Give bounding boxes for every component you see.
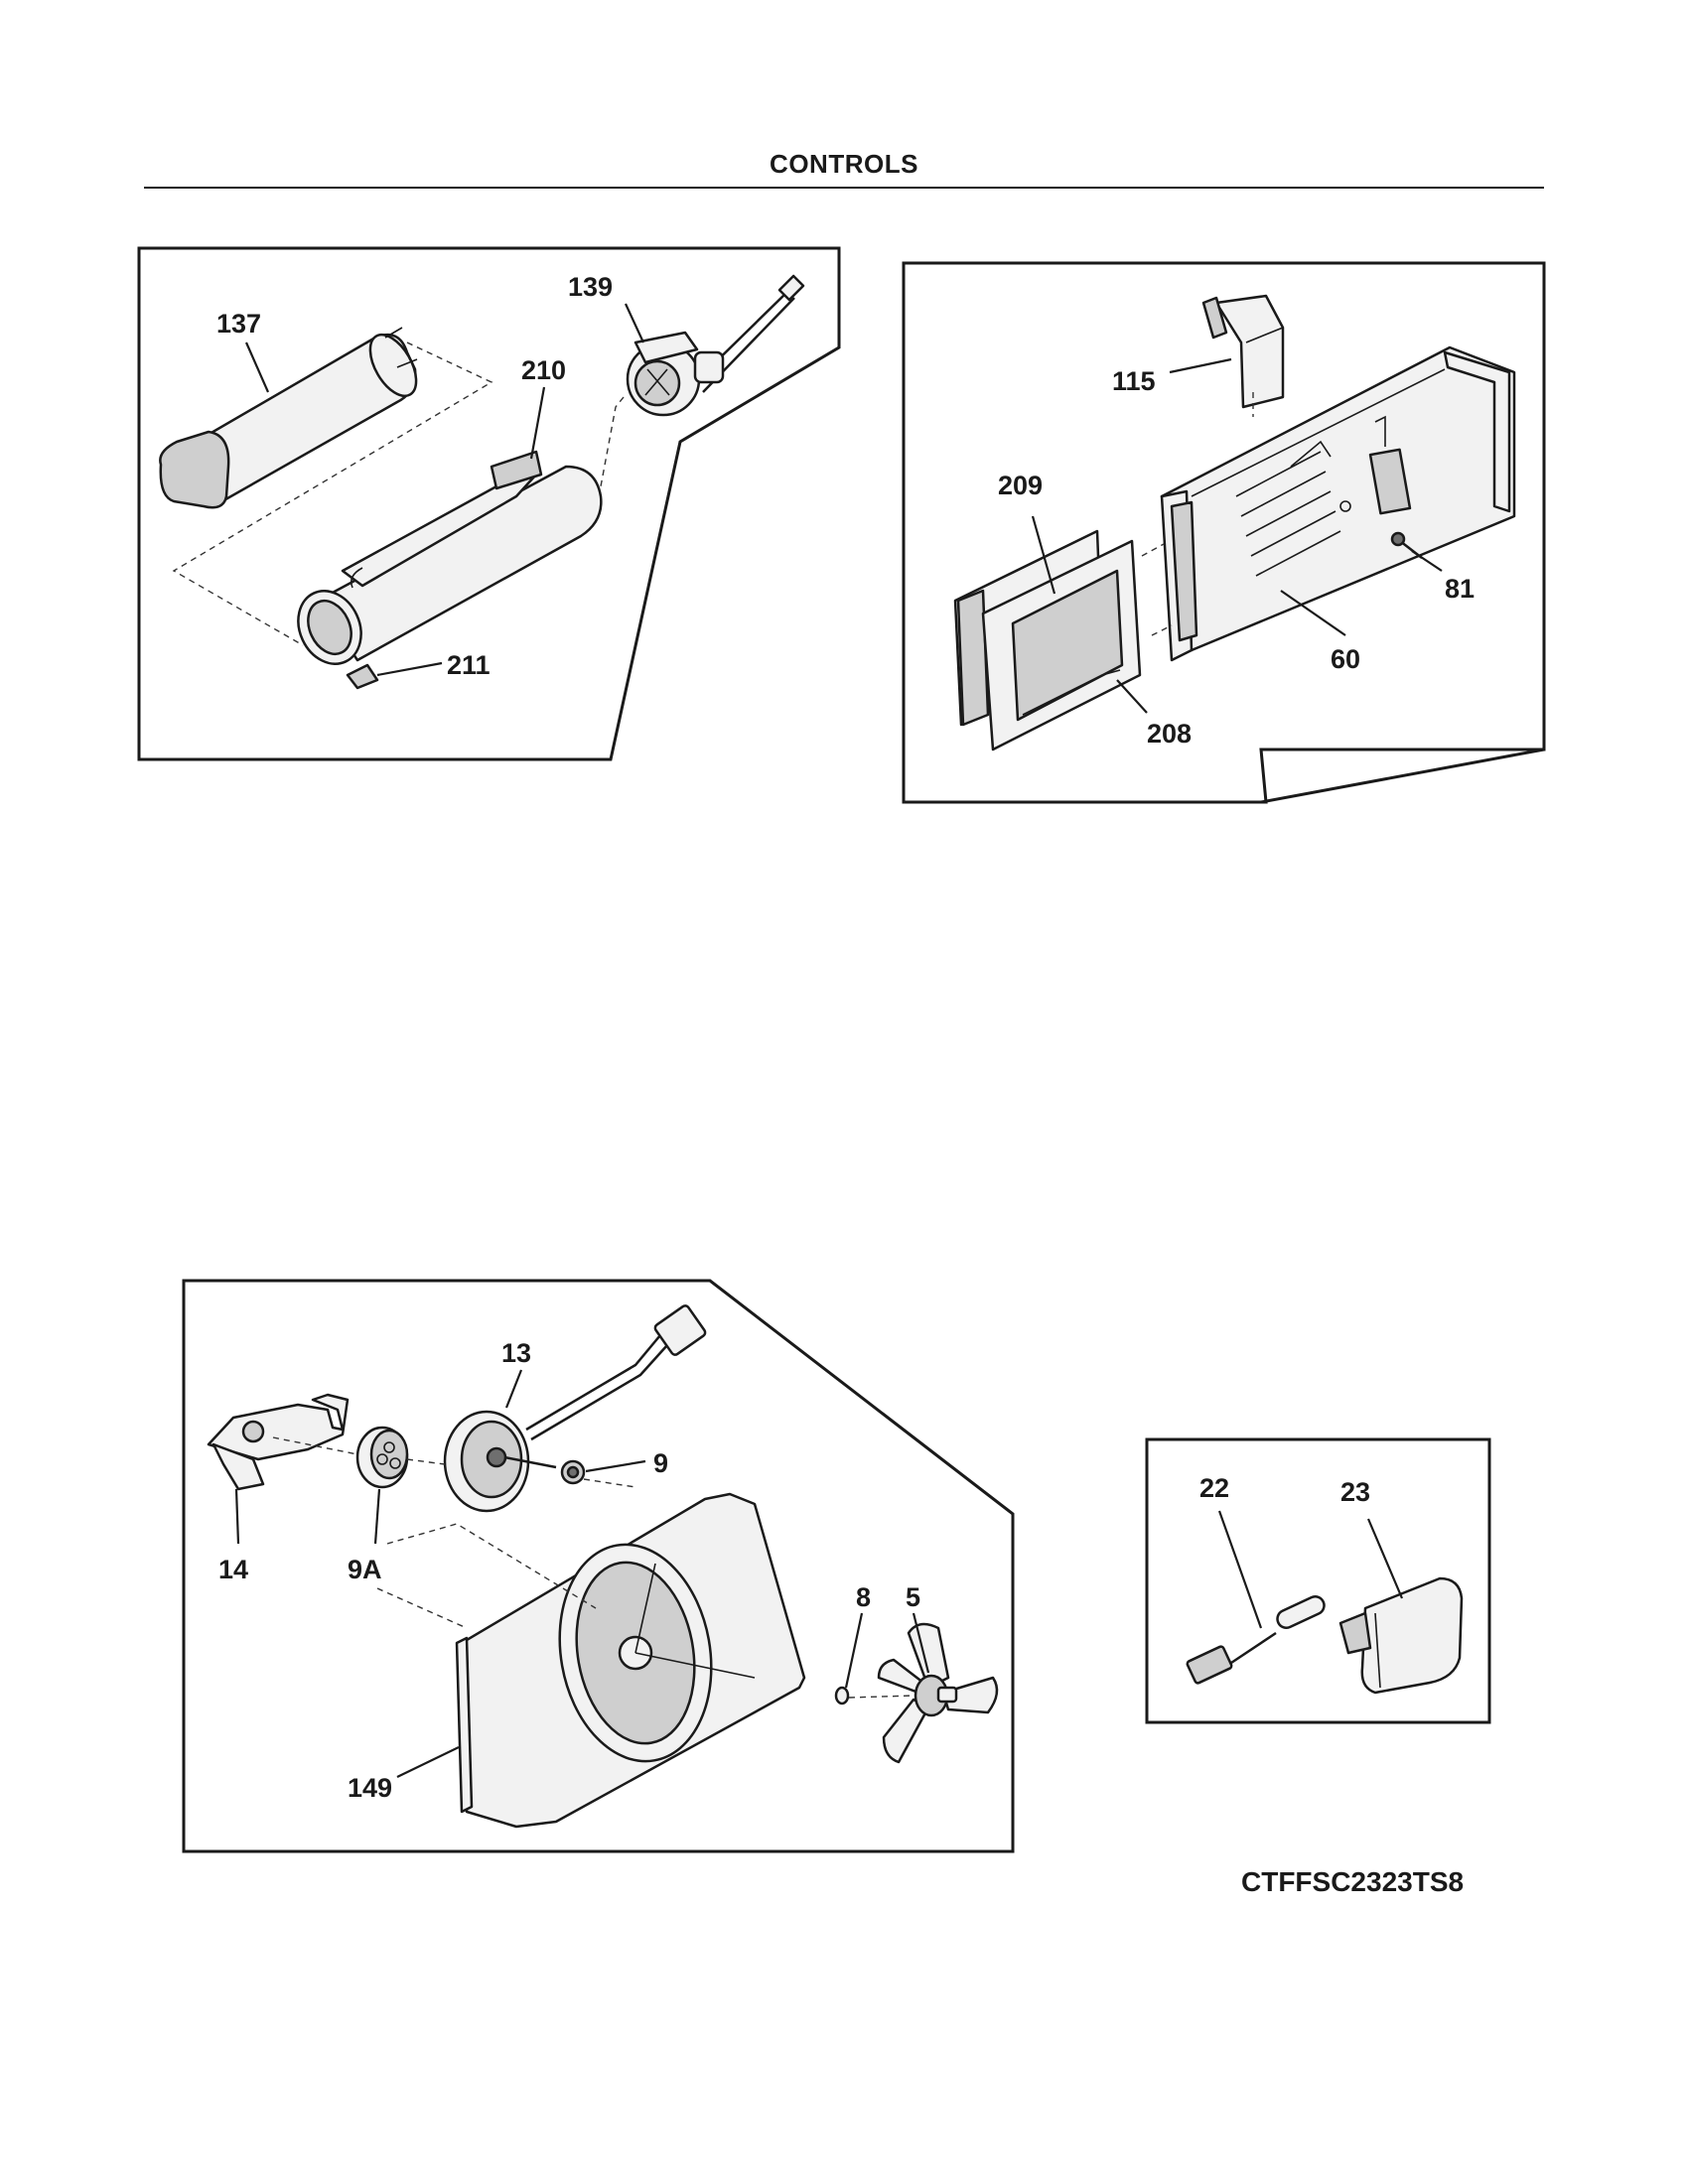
callout-139: 139 [568, 272, 613, 302]
callout-22: 22 [1199, 1473, 1229, 1503]
callout-5: 5 [906, 1582, 920, 1612]
callout-209: 209 [998, 471, 1043, 500]
callout-9a: 9A [348, 1555, 382, 1584]
panel-bottom-left: 13 9 14 9A 8 5 149 [182, 1279, 1015, 1853]
callout-23: 23 [1340, 1477, 1370, 1507]
header-rule [144, 187, 1544, 189]
part-149-fan-shroud [455, 1492, 806, 1829]
panel-bottom-right: 22 23 [1145, 1437, 1491, 1724]
part-211-clip [346, 663, 379, 690]
part-9a-grommet [355, 1426, 409, 1489]
part-23-cover [1338, 1576, 1464, 1695]
part-137-filter-cartridge [159, 327, 418, 509]
part-210-filter-housing [297, 450, 603, 665]
part-9-nut [560, 1459, 586, 1485]
callout-115: 115 [1112, 366, 1156, 396]
callout-13: 13 [501, 1338, 531, 1368]
part-22-sensor [1186, 1594, 1326, 1685]
part-60-housing [1160, 345, 1516, 662]
callout-149: 149 [348, 1773, 392, 1803]
panel-top-right: 115 209 81 60 208 [902, 261, 1546, 804]
part-13-motor [443, 1304, 707, 1513]
callout-60: 60 [1331, 644, 1360, 674]
model-number: CTFFSC2323TS8 [1241, 1866, 1465, 1897]
callout-9: 9 [653, 1448, 668, 1478]
callout-14: 14 [218, 1555, 248, 1584]
part-14-bracket [207, 1393, 350, 1491]
part-8-washer [834, 1686, 850, 1706]
callout-137: 137 [216, 309, 261, 339]
callout-8: 8 [856, 1582, 871, 1612]
page-title: CONTROLS [770, 149, 918, 179]
part-139-bypass-plug [626, 274, 805, 417]
callout-211: 211 [447, 650, 491, 680]
callout-210: 210 [521, 355, 566, 385]
panel-top-left: 137 139 210 211 [137, 246, 841, 761]
part-115-switch [1201, 294, 1285, 409]
callout-81: 81 [1445, 574, 1475, 604]
callout-208: 208 [1147, 719, 1192, 749]
part-81-screw [1390, 531, 1423, 559]
part-208-filter-frame [981, 539, 1142, 751]
part-5-fan-blade [877, 1622, 999, 1764]
